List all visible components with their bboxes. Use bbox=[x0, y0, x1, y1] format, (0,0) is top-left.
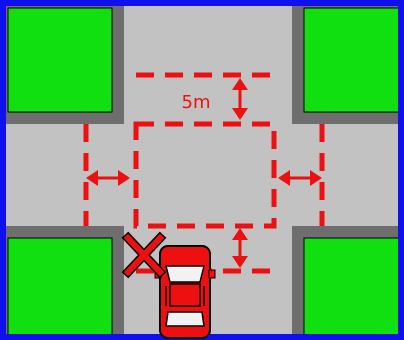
distance-arrows bbox=[86, 78, 322, 268]
distance-label: 5m bbox=[182, 92, 211, 113]
block-top-left bbox=[0, 0, 124, 124]
intersection-zone bbox=[133, 121, 277, 229]
prohibited-x-icon bbox=[121, 231, 167, 279]
right-arrow-icon bbox=[278, 170, 322, 186]
block-top-right bbox=[292, 0, 404, 124]
block-bottom-right bbox=[292, 226, 404, 340]
car-icon bbox=[154, 245, 216, 339]
block-bottom-left bbox=[0, 226, 124, 340]
top-arrow-icon bbox=[232, 78, 248, 120]
bottom-arrow-icon bbox=[232, 228, 248, 268]
left-arrow-icon bbox=[86, 170, 130, 186]
